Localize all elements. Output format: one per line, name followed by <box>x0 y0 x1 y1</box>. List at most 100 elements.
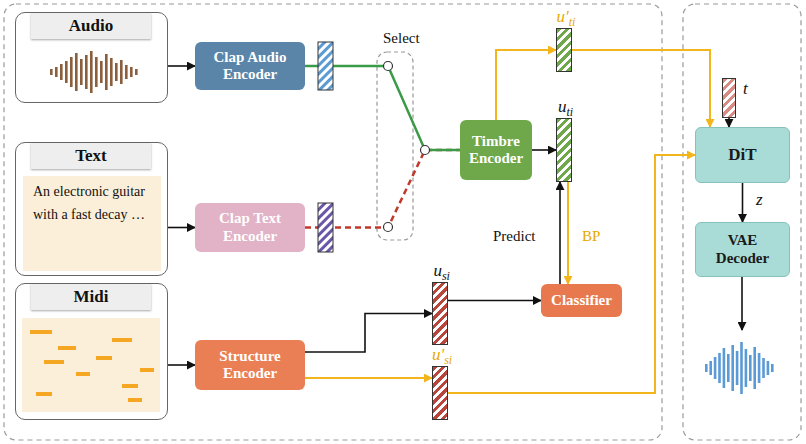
card-heading: Midi <box>31 284 151 310</box>
embedding-bar: uti <box>556 118 572 182</box>
wave-bar <box>762 358 765 378</box>
connector <box>168 65 195 67</box>
midi-note <box>128 398 142 402</box>
symbol-text: u′ <box>556 7 568 26</box>
encoder-box: Clap Text Encoder <box>195 203 305 252</box>
connector <box>728 118 730 127</box>
wave-bar <box>110 58 113 86</box>
wave-bar <box>723 348 726 388</box>
wave-bar <box>718 353 721 383</box>
connector <box>559 182 561 284</box>
connector <box>572 50 710 127</box>
edge-label: Predict <box>493 228 536 245</box>
symbol-text: si <box>442 269 450 283</box>
connector <box>305 377 432 379</box>
connector <box>448 300 541 302</box>
box-label: Clap Audio Encoder <box>201 49 299 84</box>
midi-note <box>96 356 112 360</box>
wave-bar <box>85 55 88 89</box>
wave-bar <box>65 61 68 83</box>
symbol-text: ti <box>569 15 576 29</box>
output-arrow <box>741 277 743 330</box>
audio-waveform <box>50 51 138 93</box>
encoder-box: Structure Encoder <box>195 340 305 390</box>
encoder-box: Clap Audio Encoder <box>195 42 305 90</box>
card-heading: Text <box>31 143 151 169</box>
midi-note <box>30 330 52 334</box>
encoder-box: Timbre Encoder <box>460 120 532 180</box>
midi-note <box>140 368 154 372</box>
symbol-text: u <box>433 261 442 280</box>
wave-bar <box>727 354 730 382</box>
timestep-bar: t <box>722 78 736 118</box>
wave-bar <box>736 351 739 385</box>
symbol-text: si <box>444 353 452 367</box>
group-label: Select <box>383 30 420 47</box>
wave-bar <box>758 353 761 383</box>
connector <box>496 50 556 120</box>
midi-note <box>76 372 90 376</box>
symbol-label: usi <box>433 261 450 281</box>
midi-note <box>112 338 132 342</box>
connector <box>305 314 432 353</box>
wave-bar <box>125 65 128 79</box>
symbol-text: ti <box>566 105 573 119</box>
symbol-text: u′ <box>432 345 444 364</box>
connector <box>448 155 695 393</box>
wave-bar <box>731 345 734 391</box>
symbol-label: t <box>743 79 748 99</box>
wave-bar <box>95 57 98 87</box>
edge-label: BP <box>582 228 600 245</box>
midi-note <box>36 392 52 396</box>
symbol-label: u′ti <box>556 7 575 27</box>
piano-roll <box>30 330 154 402</box>
wave-bar <box>745 349 748 387</box>
embedding-bar: u′ti <box>556 28 572 72</box>
connector <box>168 227 195 229</box>
input-card: Text An electronic guitar with a fast dec… <box>15 142 168 276</box>
midi-note <box>122 384 138 388</box>
midi-note <box>44 360 64 364</box>
card-heading: Audio <box>31 13 151 39</box>
wave-bar <box>749 355 752 381</box>
symbol-label: uti <box>558 97 573 117</box>
symbol-text: t <box>743 79 748 98</box>
connector <box>742 183 744 222</box>
wave-bar <box>771 364 774 372</box>
wave-bar <box>120 60 123 84</box>
switch-pivot <box>421 146 430 155</box>
wave-bar <box>70 57 73 87</box>
left-panel <box>4 4 662 440</box>
switch-group <box>318 42 430 252</box>
connector <box>567 182 569 284</box>
dit-box: DiT <box>695 127 790 183</box>
classifier-box: Classifier <box>541 284 622 317</box>
connector <box>168 364 195 366</box>
edge-label: z <box>756 190 763 210</box>
wave-bar <box>80 59 83 85</box>
wave-bar <box>714 357 717 379</box>
wave-bar <box>135 69 138 75</box>
right-panel <box>683 4 801 440</box>
edge-group <box>168 50 743 393</box>
embedding-bar: usi <box>432 282 448 345</box>
embedding-bar: u′si <box>432 366 448 420</box>
wave-bar <box>105 54 108 90</box>
wave-bar <box>709 361 712 375</box>
wave-bar <box>753 347 756 389</box>
wave-bar <box>115 63 118 81</box>
text-embedding <box>318 203 333 252</box>
audio-embedding <box>318 42 333 90</box>
symbol-text: u <box>558 97 567 116</box>
output-waveform <box>705 342 774 394</box>
piano-roll-ground <box>22 318 160 412</box>
switch-contact <box>384 223 393 232</box>
box-label: Clap Text Encoder <box>201 210 299 245</box>
box-label: DiT <box>728 145 756 165</box>
wave-bar <box>767 361 770 375</box>
wave-bar <box>100 61 103 83</box>
prompt-text: An electronic guitar with a fast decay … <box>23 176 161 271</box>
box-label: VAE Decoder <box>708 232 777 267</box>
wave-bar <box>60 64 63 80</box>
